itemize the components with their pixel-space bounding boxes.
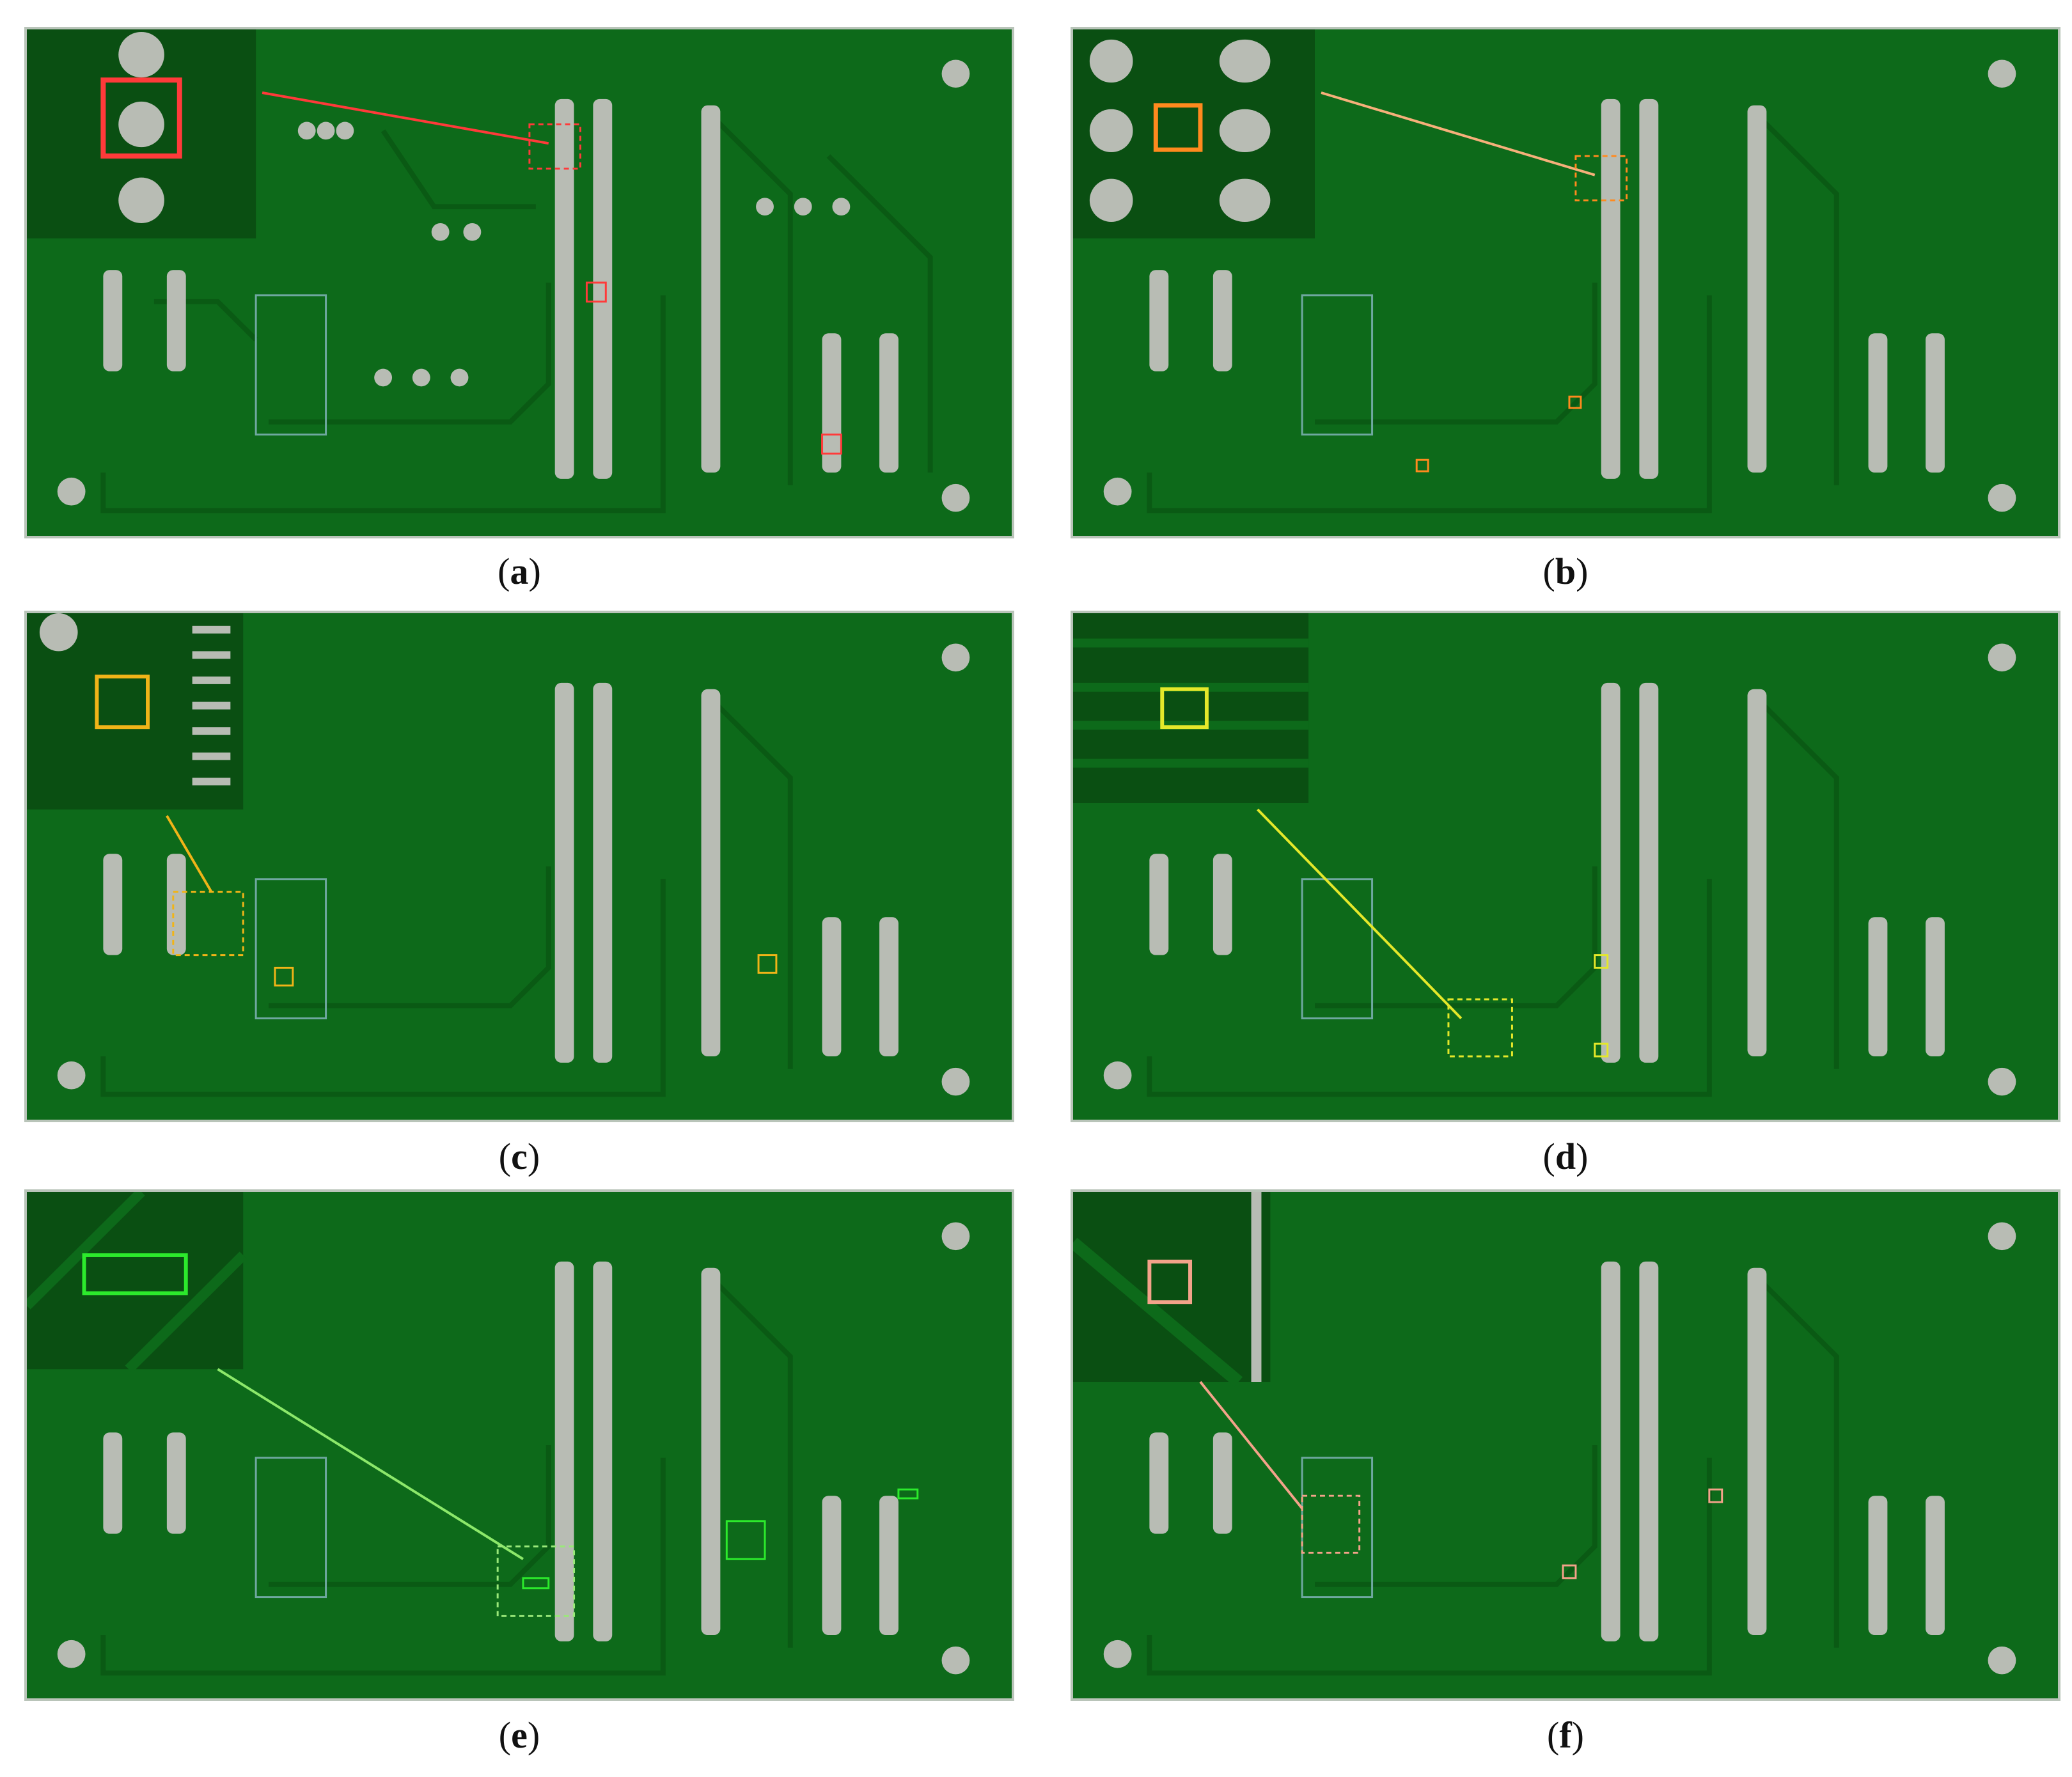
pcb-pads bbox=[1103, 643, 2016, 1096]
ic-chip bbox=[1301, 878, 1374, 1020]
pcb-image-b bbox=[1073, 29, 2016, 513]
pcb-traces bbox=[1147, 700, 1839, 1097]
zoom-arrow bbox=[1321, 91, 1596, 176]
pcb-image-f bbox=[1073, 1192, 2016, 1676]
pcb-image-c bbox=[27, 613, 970, 1097]
ic-chip bbox=[1301, 1457, 1374, 1599]
zoom-arrow bbox=[262, 91, 549, 145]
caption-f: (f) bbox=[1547, 1714, 1584, 1756]
pcb-panel-f bbox=[1071, 1189, 2060, 1701]
defect-region-dashed bbox=[1574, 155, 1628, 201]
inset-zoom bbox=[27, 613, 244, 810]
defect-region-dashed bbox=[496, 1545, 576, 1617]
pcb-pads bbox=[57, 643, 970, 1096]
caption-a: (a) bbox=[498, 551, 541, 592]
defect-marker bbox=[821, 434, 842, 455]
ic-chip bbox=[1301, 294, 1374, 436]
pcb-panel-c bbox=[24, 611, 1014, 1122]
pcb-pads bbox=[1103, 1222, 2016, 1675]
defect-region-dashed bbox=[1301, 1494, 1361, 1554]
pcb-image-e bbox=[27, 1192, 970, 1676]
defect-region-dashed bbox=[172, 891, 244, 957]
defect-marker bbox=[585, 281, 607, 303]
defect-marker bbox=[897, 1488, 919, 1499]
defect-marker bbox=[1708, 1488, 1723, 1503]
caption-c: (c) bbox=[498, 1136, 540, 1177]
zoom-arrow bbox=[1257, 808, 1463, 1019]
pcb-panel-b bbox=[1071, 27, 2060, 538]
defect-region-dashed bbox=[528, 123, 581, 170]
caption-d: (d) bbox=[1542, 1136, 1589, 1177]
caption-b: (b) bbox=[1542, 551, 1589, 592]
inset-zoom bbox=[1073, 613, 1309, 803]
ic-chip bbox=[255, 878, 327, 1020]
defect-marker bbox=[522, 1577, 550, 1590]
zoom-arrow bbox=[217, 1368, 524, 1560]
ic-chip bbox=[255, 1457, 327, 1599]
inset-zoom bbox=[27, 29, 256, 239]
defect-marker bbox=[1568, 395, 1582, 409]
pcb-pads bbox=[57, 59, 970, 512]
defect-marker bbox=[1562, 1564, 1577, 1579]
inset-zoom bbox=[27, 1192, 247, 1373]
zoom-arrow bbox=[1199, 1381, 1303, 1510]
pcb-panel-e bbox=[24, 1189, 1014, 1701]
pcb-pads bbox=[1103, 59, 2016, 512]
ic-chip bbox=[255, 294, 327, 436]
defect-marker bbox=[1594, 954, 1609, 969]
inset-zoom bbox=[1073, 1192, 1271, 1387]
defect-marker bbox=[757, 954, 778, 974]
pcb-image-d bbox=[1073, 613, 2016, 1097]
pcb-traces bbox=[1147, 116, 1839, 513]
pcb-traces bbox=[100, 1278, 793, 1676]
pcb-panel-d bbox=[1071, 611, 2060, 1122]
defect-marker bbox=[725, 1520, 766, 1560]
pcb-panel-a bbox=[24, 27, 1014, 538]
defect-marker bbox=[1415, 458, 1429, 473]
inset-zoom bbox=[1073, 29, 1315, 239]
pcb-image-a bbox=[27, 29, 970, 513]
defect-marker bbox=[274, 966, 294, 987]
zoom-arrow bbox=[166, 815, 213, 893]
pcb-traces bbox=[100, 700, 793, 1097]
defect-marker bbox=[1594, 1042, 1609, 1058]
caption-e: (e) bbox=[498, 1714, 540, 1756]
